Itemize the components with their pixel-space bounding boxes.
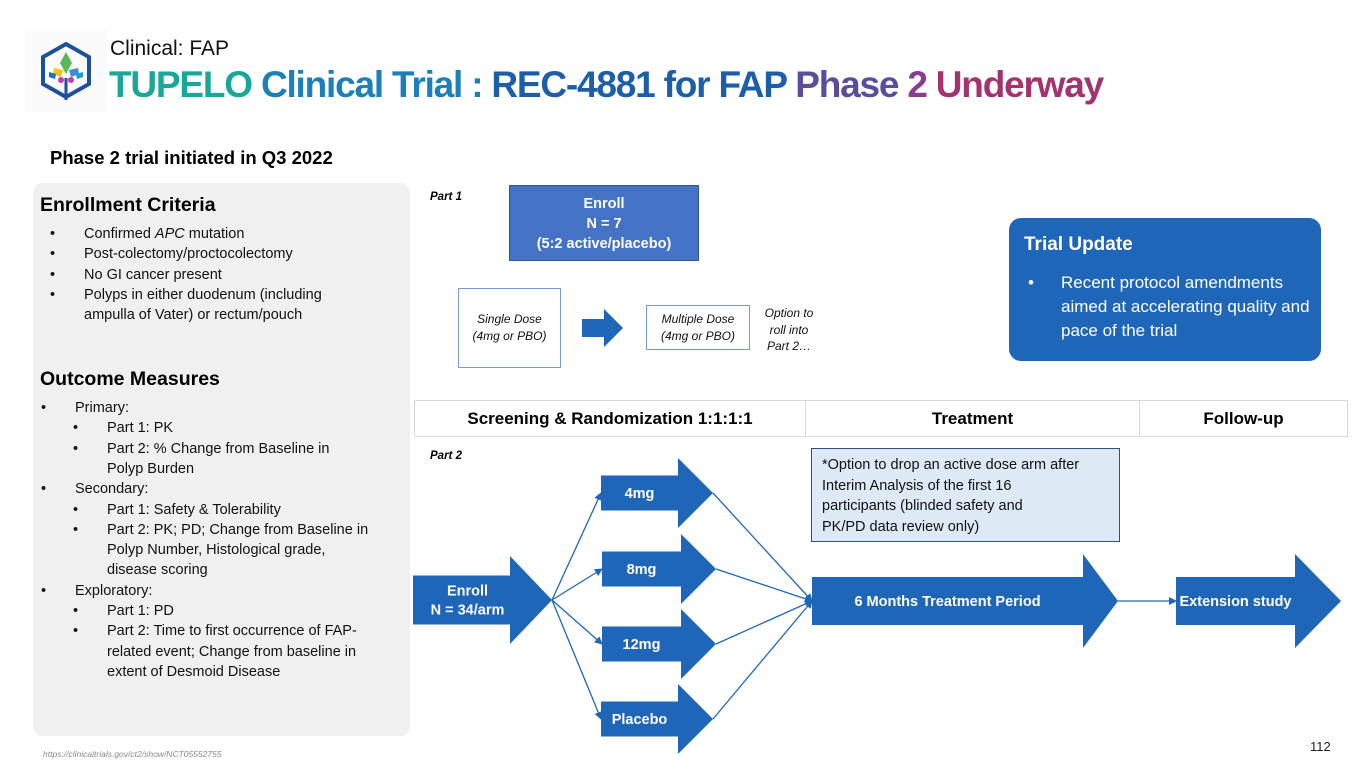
phase-screening: Screening & Randomization 1:1:1:1 <box>415 401 806 436</box>
source-link[interactable]: https://clinicaltrials.gov/ct2/show/NCT0… <box>43 749 222 759</box>
title-part-4: Phase <box>795 64 908 105</box>
title-part-5: 2 <box>907 64 936 105</box>
single-dose-box: Single Dose (4mg or PBO) <box>458 288 561 368</box>
arm-4mg-arrow <box>601 458 713 528</box>
arm-8mg-label: 8mg <box>627 562 657 578</box>
extension-study-arrow <box>1176 554 1341 648</box>
title-part-3: REC-4881 for FAP <box>491 64 796 105</box>
extension-study-label: Extension study <box>1180 594 1292 610</box>
part2-label: Part 2 <box>430 450 462 462</box>
company-logo <box>25 30 107 112</box>
enroll-arrow <box>413 556 552 644</box>
right-arrow-icon <box>582 309 623 347</box>
arm-8mg-arrow <box>602 534 716 604</box>
arm-8mg-to-treatment-connector <box>715 568 813 603</box>
slide-title: TUPELO Clinical Trial : REC-4881 for FAP… <box>109 64 1104 106</box>
criteria-panel: Enrollment Criteria • Confirmed APC muta… <box>33 183 410 736</box>
arm-placebo-label: Placebo <box>612 712 668 728</box>
page-number: 112 <box>1310 739 1331 754</box>
title-part-2: Clinical Trial : <box>260 64 492 105</box>
arm-4mg-to-treatment-connector <box>712 492 813 602</box>
multiple-dose-box: Multiple Dose (4mg or PBO) <box>646 305 750 350</box>
enroll-to-arm-8mg-connector <box>551 568 603 601</box>
treatment-period-arrow <box>812 554 1118 648</box>
arm-4mg-label: 4mg <box>625 486 655 502</box>
enrollment-criteria-heading: Enrollment Criteria <box>40 194 216 216</box>
arm-12mg-arrow <box>602 609 716 679</box>
enroll-to-arm-12mg-connector <box>551 599 603 645</box>
part1-enroll-box: Enroll N = 7 (5:2 active/placebo) <box>509 185 699 261</box>
trial-update-heading: Trial Update <box>1024 234 1133 255</box>
title-part-6: Underway <box>935 64 1104 105</box>
title-part-1: TUPELO <box>109 64 261 105</box>
enroll-label: N = 34/arm <box>431 603 505 619</box>
enroll-label: Enroll <box>447 584 488 600</box>
part1-label: Part 1 <box>430 191 462 203</box>
arm-12mg-to-treatment-connector <box>715 600 813 645</box>
slide-category: Clinical: FAP <box>110 37 230 60</box>
enroll-to-arm-placebo-connector <box>551 599 603 720</box>
section-heading: Phase 2 trial initiated in Q3 2022 <box>50 147 333 168</box>
rollover-option-text: Option to roll into Part 2… <box>764 306 814 353</box>
outcome-measures-heading: Outcome Measures <box>40 368 220 390</box>
interim-analysis-note: *Option to drop an active dose arm after… <box>811 448 1120 542</box>
tupelo-logo-icon <box>41 41 91 100</box>
phase-header-table: Screening & Randomization 1:1:1:1 Treatm… <box>414 400 1348 437</box>
phase-treatment: Treatment <box>806 401 1140 436</box>
phase-follow-up: Follow-up <box>1203 408 1284 428</box>
arm-placebo-to-treatment-connector <box>712 600 813 720</box>
arm-placebo-arrow <box>601 684 713 754</box>
arm-12mg-label: 12mg <box>623 637 661 653</box>
trial-update-callout: Trial Update • Recent protocol amendment… <box>1009 218 1321 361</box>
enroll-to-arm-4mg-connector <box>551 492 602 601</box>
trial-update-bullet: Recent protocol amendments aimed at acce… <box>1061 273 1310 340</box>
treatment-period-label: 6 Months Treatment Period <box>854 594 1040 610</box>
